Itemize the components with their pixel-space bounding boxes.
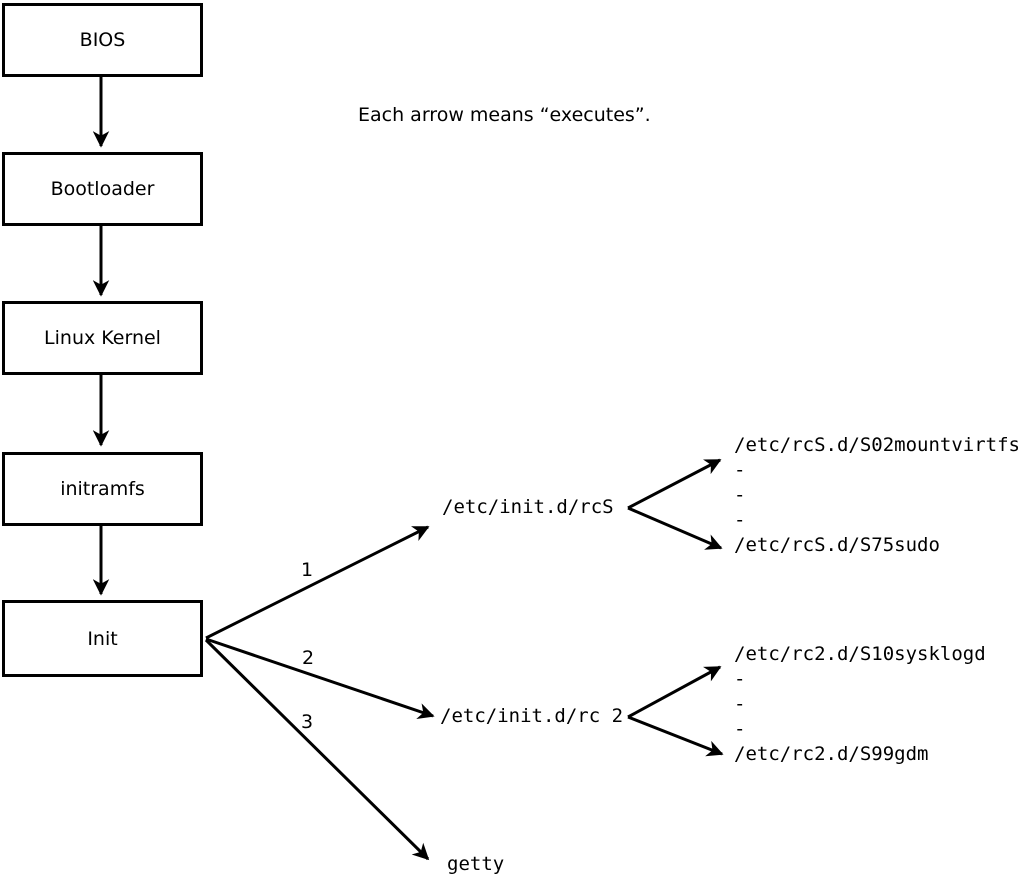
branch-number-3: 3	[300, 711, 314, 733]
box-bootloader: Bootloader	[2, 152, 203, 226]
arrow-rc2-to-S10sysklogd	[627, 665, 722, 719]
box-linux-kernel: Linux Kernel	[2, 301, 203, 375]
box-bios: BIOS	[2, 3, 203, 77]
box-initramfs: initramfs	[2, 452, 203, 526]
box-linux-kernel-label: Linux Kernel	[44, 327, 161, 349]
box-init-label: Init	[87, 627, 118, 650]
rc2-script-S99gdm: /etc/rc2.d/S99gdm	[734, 743, 929, 765]
box-initramfs-label: initramfs	[60, 478, 145, 500]
box-init: Init	[2, 600, 203, 677]
ellipsis-dash: -	[734, 718, 746, 740]
arrow-rc2-to-S99gdm	[627, 715, 724, 757]
rc2-scripts-list: /etc/rc2.d/S10sysklogd - - - /etc/rc2.d/…	[734, 642, 986, 767]
branch-number-1: 1	[300, 559, 314, 581]
arrow-rcS-to-S75sudo	[627, 506, 723, 550]
box-bootloader-label: Bootloader	[50, 178, 155, 200]
box-bios-label: BIOS	[79, 29, 126, 51]
diagram-caption: Each arrow means “executes”.	[358, 104, 651, 126]
ellipsis-dash: -	[734, 484, 746, 506]
rc2-script-S10sysklogd: /etc/rc2.d/S10sysklogd	[734, 643, 986, 665]
ellipsis-dash: -	[734, 693, 746, 715]
ellipsis-dash: -	[734, 668, 746, 690]
rcS-script-S02mountvirtfs: /etc/rcS.d/S02mountvirtfs	[734, 434, 1020, 456]
target-rc2-label: /etc/init.d/rc 2	[440, 705, 624, 727]
arrow-init-to-rc2	[205, 637, 435, 720]
branch-number-2: 2	[301, 647, 315, 669]
target-rcS-label: /etc/init.d/rcS	[442, 496, 614, 518]
arrow-init-to-rcS	[205, 525, 430, 640]
rcS-scripts-list: /etc/rcS.d/S02mountvirtfs - - - /etc/rcS…	[734, 433, 1020, 558]
ellipsis-dash: -	[734, 509, 746, 531]
target-getty-label: getty	[447, 853, 505, 875]
rcS-script-S75sudo: /etc/rcS.d/S75sudo	[734, 534, 940, 556]
arrow-init-to-getty	[204, 638, 430, 861]
arrow-rcS-to-S02mountvirtfs	[627, 458, 722, 510]
ellipsis-dash: -	[734, 459, 746, 481]
